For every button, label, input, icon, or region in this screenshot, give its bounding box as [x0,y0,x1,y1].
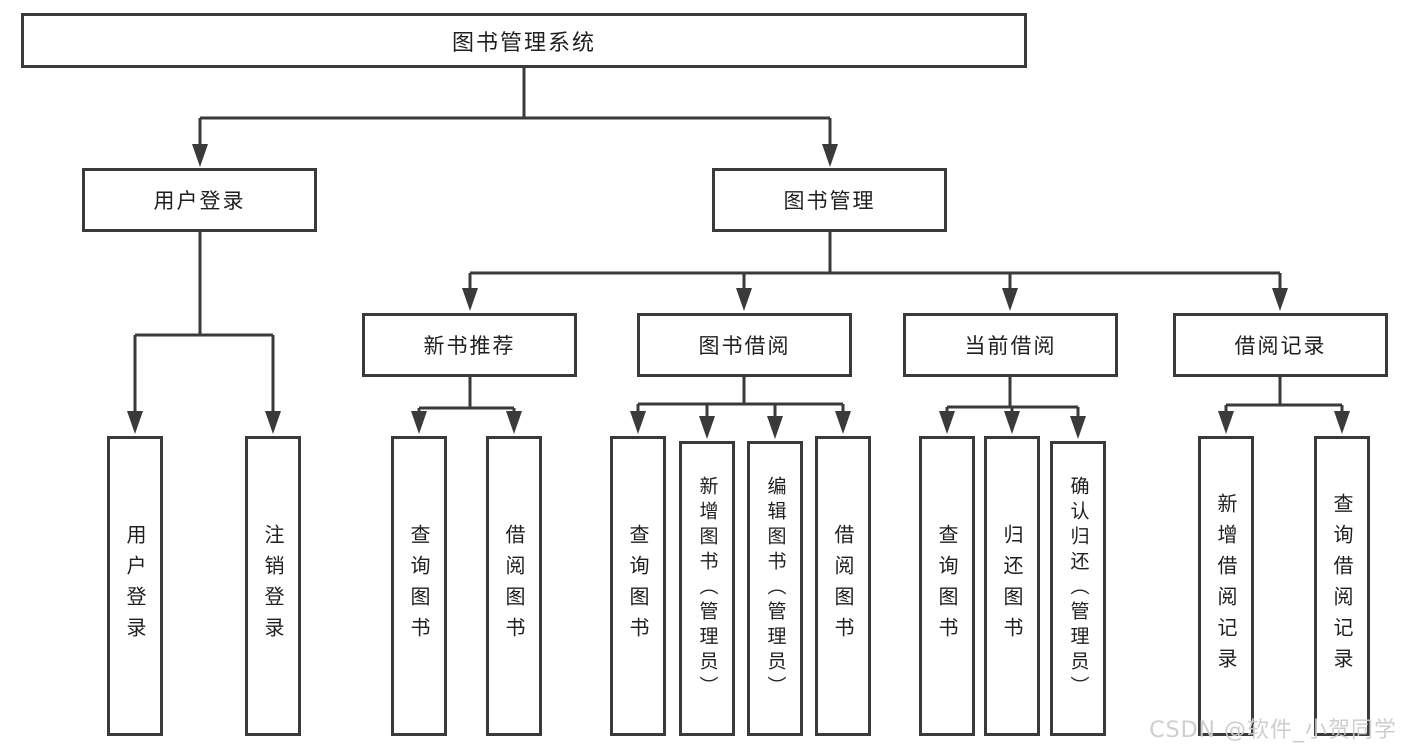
arrowhead [1002,288,1018,311]
node-label: 图书管理系统 [451,30,596,56]
connector-current-to-leaves [945,377,1080,417]
connector-borrowing-to-leaves [636,377,845,417]
node-label: 用户登录 [153,189,246,213]
node-borrow-books-borrow: 借阅图书 [815,436,871,736]
arrowhead [939,411,955,434]
node-user-login: 用户登录 [82,168,317,232]
node-label: 归还图书 [1000,524,1024,648]
node-label: 当前借阅 [964,334,1057,358]
node-label: 用户登录 [123,524,147,648]
arrowhead [462,288,478,311]
connector-userlogin-to-leaves [133,232,275,412]
arrowhead [736,288,752,311]
node-add-borrow-record: 新增借阅记录 [1198,436,1254,736]
node-user-login-action: 用户登录 [107,436,163,736]
node-edit-books-admin: 编辑图书（管理员） [747,441,803,736]
node-new-book-recommendation: 新书推荐 [362,313,577,377]
arrowhead [1218,411,1234,434]
node-label: 借阅图书 [502,524,526,648]
connector-bookmgmt-to-level3 [468,232,1282,289]
node-query-borrow-record: 查询借阅记录 [1314,436,1370,736]
arrowhead [1272,288,1288,311]
node-book-borrowing: 图书借阅 [637,313,852,377]
node-label: 新增借阅记录 [1214,493,1238,679]
connector-records-to-leaves [1224,377,1344,412]
arrowhead [265,411,281,434]
node-label: 新书推荐 [423,334,516,358]
arrowhead [1070,416,1086,439]
node-label: 编辑图书（管理员） [764,476,787,701]
node-label: 新增图书（管理员） [696,476,719,701]
arrowhead [1334,411,1350,434]
node-library-management-system: 图书管理系统 [21,13,1027,68]
node-label: 图书借阅 [698,334,791,358]
node-label: 查询图书 [407,524,431,648]
node-label: 借阅图书 [831,524,855,648]
arrowhead [411,411,427,434]
node-query-books-current: 查询图书 [919,436,975,736]
arrowhead [630,411,646,434]
arrowhead [767,416,783,439]
node-query-books-newbook: 查询图书 [391,436,447,736]
node-add-books-admin: 新增图书（管理员） [679,441,735,736]
node-label: 图书管理 [783,189,876,213]
connector-newbook-to-leaves [417,377,516,412]
arrowhead [1004,411,1020,434]
node-label: 查询借阅记录 [1330,493,1354,679]
node-label: 查询图书 [935,524,959,648]
arrowhead [699,416,715,439]
arrowhead [835,411,851,434]
arrowhead [822,144,838,167]
node-confirm-return-admin: 确认归还（管理员） [1050,441,1106,736]
arrowhead [506,411,522,434]
node-label: 确认归还（管理员） [1067,476,1090,701]
arrowhead [127,411,143,434]
node-borrowing-records: 借阅记录 [1173,313,1388,377]
node-borrow-books-newbook: 借阅图书 [486,436,542,736]
watermark: CSDN @软件_小贺同学 [1149,718,1397,743]
node-return-books: 归还图书 [984,436,1040,736]
node-current-borrowing: 当前借阅 [903,313,1118,377]
connector-root-to-level2 [198,68,832,146]
node-logout-action: 注销登录 [245,436,301,736]
node-label: 注销登录 [261,524,285,648]
node-label: 借阅记录 [1234,334,1327,358]
arrowhead [192,144,208,167]
node-book-management: 图书管理 [712,168,947,232]
node-label: 查询图书 [626,524,650,648]
node-query-books-borrow: 查询图书 [610,436,666,736]
